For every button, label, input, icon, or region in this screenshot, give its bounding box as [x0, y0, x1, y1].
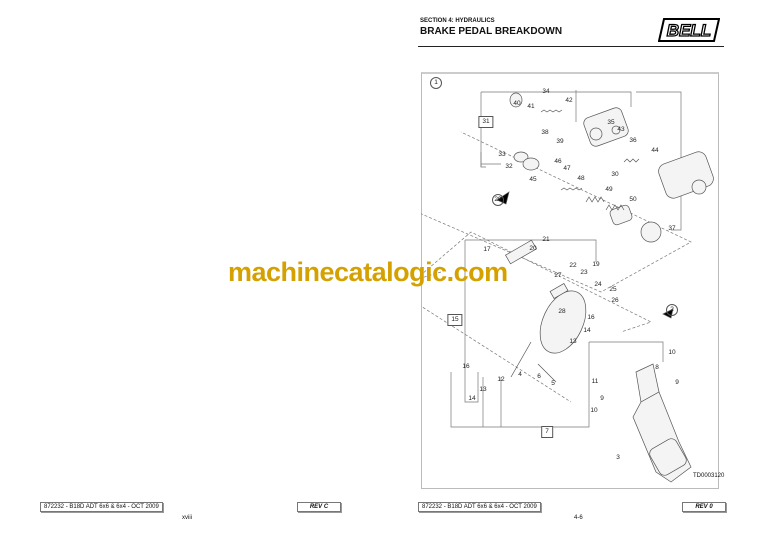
- footer-doc-left: 872232 - B18D ADT 6x6 & 6x4 - OCT 2009: [40, 502, 163, 512]
- callout-label: 24: [594, 281, 602, 288]
- diagram-frame: [421, 72, 719, 489]
- callout-label: 14: [468, 395, 476, 402]
- page-number-left: xviii: [182, 515, 192, 521]
- callout-label: 14: [583, 327, 591, 334]
- callout-label: 8: [655, 364, 659, 371]
- callout-label: 17: [483, 246, 491, 253]
- callout-label: 2: [666, 304, 678, 316]
- page-title: BRAKE PEDAL BREAKDOWN: [420, 26, 563, 37]
- callout-label: 49: [605, 186, 613, 193]
- callout-label: 21: [542, 236, 550, 243]
- callout-label: 38: [541, 129, 549, 136]
- callout-label: 1: [430, 77, 442, 89]
- callout-label: 16: [462, 363, 470, 370]
- page-number-right: 4-6: [574, 515, 583, 521]
- callout-label: 13: [479, 386, 487, 393]
- section-label: SECTION 4: HYDRAULICS: [420, 18, 495, 24]
- callout-label: 7: [541, 426, 553, 438]
- callout-label: 13: [569, 338, 577, 345]
- brake-pedal-exploded-diagram: [421, 90, 714, 483]
- callout-label: 39: [556, 138, 564, 145]
- drawing-id: TD0003120: [693, 473, 725, 479]
- callout-label: 20: [529, 245, 537, 252]
- callout-label: 29: [492, 194, 504, 206]
- callout-label: 9: [600, 395, 604, 402]
- callout-label: 28: [558, 308, 566, 315]
- callout-label: 45: [529, 176, 537, 183]
- callout-label: 33: [498, 151, 506, 158]
- callout-label: 42: [565, 97, 573, 104]
- callout-label: 22: [569, 262, 577, 269]
- callout-label: 46: [554, 158, 562, 165]
- callout-label: 19: [592, 261, 600, 268]
- callout-label: 37: [668, 225, 676, 232]
- callout-label: 32: [505, 163, 513, 170]
- callout-label: 23: [580, 269, 588, 276]
- callout-label: 4: [518, 371, 522, 378]
- bell-logo: BELL: [658, 18, 720, 42]
- callout-label: 41: [527, 103, 535, 110]
- footer-rev-right: REV 0: [682, 502, 726, 512]
- callout-label: 10: [668, 349, 676, 356]
- callout-label: 35: [607, 119, 615, 126]
- callout-label: 3: [616, 454, 620, 461]
- svg-text:BELL: BELL: [667, 21, 711, 40]
- callout-label: 43: [617, 126, 625, 133]
- callout-label: 40: [513, 100, 521, 107]
- callout-label: 10: [590, 407, 598, 414]
- callout-label: 27: [554, 272, 562, 279]
- callout-label: 11: [591, 378, 599, 385]
- callout-label: 9: [675, 379, 679, 386]
- callout-label: 34: [542, 88, 550, 95]
- footer-rev-left: REV C: [297, 502, 341, 512]
- watermark: machinecatalogic.com: [228, 257, 508, 287]
- footer-doc-right: 872232 - B18D ADT 6x6 & 6x4 - OCT 2009: [418, 502, 541, 512]
- callout-label: 15: [447, 314, 463, 326]
- callout-label: 16: [587, 314, 595, 321]
- callout-label: 31: [478, 116, 494, 128]
- callout-label: 26: [611, 297, 619, 304]
- callout-label: 5: [551, 380, 555, 387]
- callout-label: 47: [563, 165, 571, 172]
- callout-label: 12: [497, 376, 505, 383]
- header-divider: [418, 46, 724, 47]
- callout-label: 25: [609, 286, 617, 293]
- callout-label: 50: [629, 196, 637, 203]
- callout-label: 48: [577, 175, 585, 182]
- callout-label: 30: [611, 171, 619, 178]
- callout-label: 44: [651, 147, 659, 154]
- callout-label: 36: [629, 137, 637, 144]
- callout-label: 6: [537, 373, 541, 380]
